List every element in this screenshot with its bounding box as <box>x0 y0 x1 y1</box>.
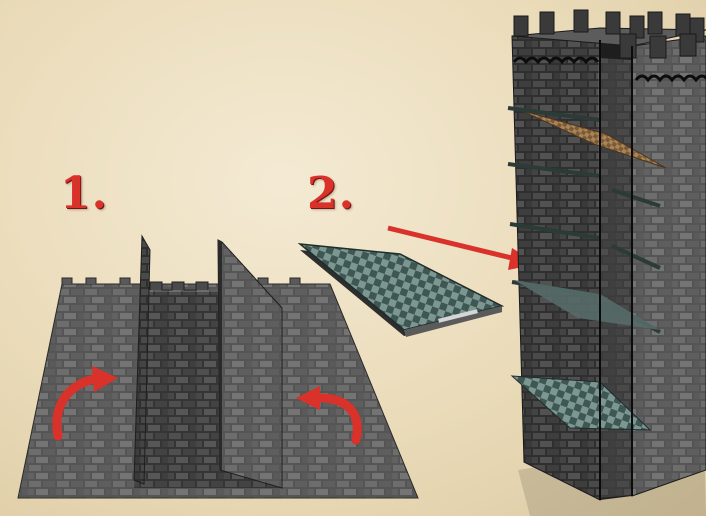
assembled-tower <box>508 10 706 516</box>
